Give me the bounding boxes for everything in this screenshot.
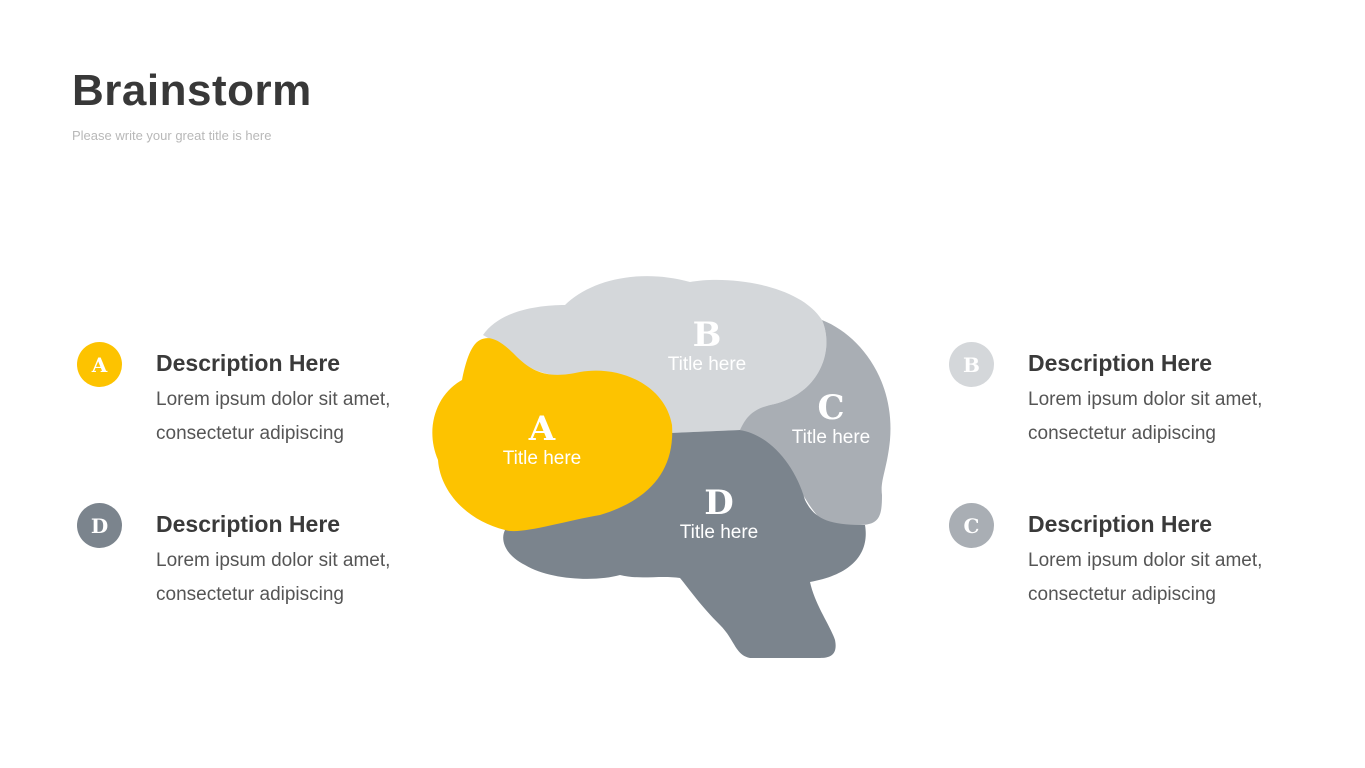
description-heading: Description Here: [1028, 511, 1213, 537]
badge-b: B: [949, 342, 994, 387]
badge-d: D: [77, 503, 122, 548]
brain-label-c: C Title here: [751, 389, 911, 449]
brain-letter-a: A: [528, 409, 556, 449]
description-heading: Description Here: [156, 350, 341, 376]
brain-title-c: Title here: [791, 427, 871, 448]
description-line: consectetur adipiscing: [1028, 584, 1216, 605]
brain-region-b[interactable]: [483, 276, 827, 433]
description-line: Lorem ipsum dolor sit amet,: [156, 550, 391, 571]
description-line: Lorem ipsum dolor sit amet,: [156, 389, 391, 410]
brain-region-d[interactable]: [503, 430, 866, 658]
description-line: consectetur adipiscing: [156, 584, 344, 605]
brain-label-d: D Title here: [639, 484, 799, 544]
description-heading: Description Here: [1028, 350, 1213, 376]
page-subtitle: Please write your great title is here: [72, 128, 272, 143]
brain-region-c[interactable]: [740, 320, 891, 525]
brain-letter-c: C: [817, 388, 845, 428]
description-line: Lorem ipsum dolor sit amet,: [1028, 389, 1263, 410]
brain-label-a: A Title here: [462, 410, 622, 470]
brain-region-a[interactable]: [432, 338, 673, 532]
page-title: Brainstorm: [72, 66, 312, 115]
description-line: Lorem ipsum dolor sit amet,: [1028, 550, 1263, 571]
description-heading: Description Here: [156, 511, 341, 537]
badge-c: C: [949, 503, 994, 548]
brain-title-b: Title here: [667, 354, 747, 375]
badge-a: A: [77, 342, 122, 387]
brain-title-d: Title here: [679, 522, 759, 543]
description-line: consectetur adipiscing: [1028, 423, 1216, 444]
description-line: consectetur adipiscing: [156, 423, 344, 444]
brain-letter-b: B: [692, 315, 722, 355]
brain-title-a: Title here: [502, 448, 582, 469]
brain-label-b: B Title here: [627, 316, 787, 376]
brain-letter-d: D: [704, 483, 734, 523]
